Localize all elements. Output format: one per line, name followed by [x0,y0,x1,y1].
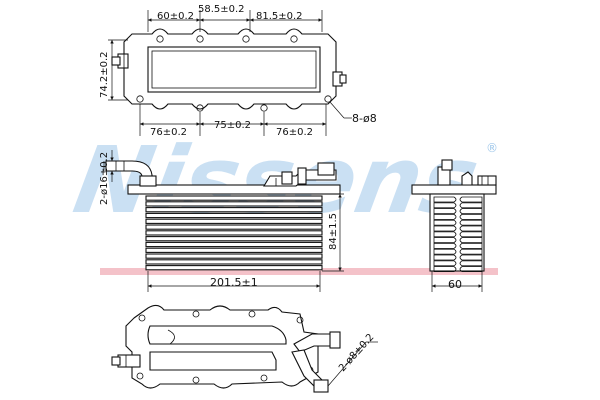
dim-height: 74.2±0.2 [99,51,110,98]
side-view-pipes [437,159,497,186]
side-fin [433,225,483,232]
dim-side-width: 60 [448,278,462,291]
side-fin [433,231,483,238]
fin-plate [145,236,323,242]
dim-bottom-a: 76±0.2 [150,127,187,138]
top-view-left-pipe [111,53,129,69]
hole [290,35,298,43]
front-view-top-plate [127,184,341,195]
hole [196,104,204,112]
side-view: 60 [411,159,497,292]
top-view: 60±0.2 58.5±0.2 81.5±0.2 74.2±0.2 76±0.2… [99,4,377,138]
top-view-inner-panel-2 [151,50,317,89]
front-view-width-dimension: 201.5±1 [147,271,321,292]
top-view-bottom-dimensions: 76±0.2 75±0.2 76±0.2 [139,104,327,138]
front-view-height-dimension: 84±1.5 [322,193,344,272]
side-fin [433,260,483,267]
side-fin [433,214,483,220]
hole [196,35,204,43]
fin-plate [145,253,323,259]
bottom-view: 2-ø8±0.2 [111,304,378,393]
side-view-top-plate [411,184,497,195]
bottom-view-plate [125,304,319,389]
top-view-right-pipe [332,71,347,87]
top-view-holes [136,35,332,112]
watermark-registered-mark: ® [486,141,498,155]
side-fin [433,266,483,272]
front-view: 2-ø16±0.2 84±1.5 201.5±1 [99,150,344,292]
dim-holes: 8-ø8 [352,112,377,125]
side-fin [433,196,483,203]
watermark-red-band [100,268,498,275]
side-fin [433,208,483,214]
bottom-view-channel-upper [147,325,287,345]
fin-plate [145,201,323,207]
hole [260,104,268,112]
fin-plate [145,247,323,253]
fin-plate [145,259,323,265]
dim-front-height: 84±1.5 [328,213,339,250]
hole [324,95,332,103]
side-view-width-dimension: 60 [431,271,483,292]
dim-top-c: 81.5±0.2 [256,11,303,22]
front-view-outlet-pipes [263,162,337,187]
bottom-view-right-pipes [291,331,341,393]
front-view-pipe-dimension: 2-ø16±0.2 [99,150,114,205]
fin-plate [145,265,323,271]
front-view-inlet-pipe [105,160,157,187]
dim-front-width: 201.5±1 [210,276,258,289]
side-core [429,193,485,272]
side-fin [433,248,483,255]
bottom-view-channel-lower [149,351,277,371]
dim-bottom-pipe: 2-ø8±0.2 [337,332,376,374]
hole [156,35,164,43]
fin-plate [145,212,323,219]
dim-top-b: 58.5±0.2 [198,4,245,15]
side-fin [433,202,483,209]
bottom-view-inner-curve [167,329,175,345]
hole [136,95,144,103]
top-view-inner-panel [147,46,321,93]
top-view-top-dimensions: 60±0.2 58.5±0.2 81.5±0.2 [147,4,323,32]
bottom-view-left-pipe [111,354,141,368]
side-fin [433,219,483,226]
fin-plate [145,241,323,248]
dim-bottom-c: 76±0.2 [276,127,313,138]
front-view-fins [145,195,323,271]
fin-plate [145,195,323,201]
side-fin [433,237,483,243]
top-view-height-dimension: 74.2±0.2 [99,39,128,101]
hole [242,35,250,43]
fin-plate [145,218,323,224]
holes-callout: 8-ø8 [329,101,377,125]
side-view-fins [429,193,485,272]
dim-pipe-diameter: 2-ø16±0.2 [99,152,110,205]
dim-bottom-b: 75±0.2 [214,120,251,131]
fin-plate [145,207,323,213]
side-fin [433,243,483,249]
top-view-flange [123,28,337,110]
side-fin [433,254,483,261]
fin-plate [145,224,323,230]
fin-plate [145,230,323,236]
dim-top-a: 60±0.2 [157,11,194,22]
